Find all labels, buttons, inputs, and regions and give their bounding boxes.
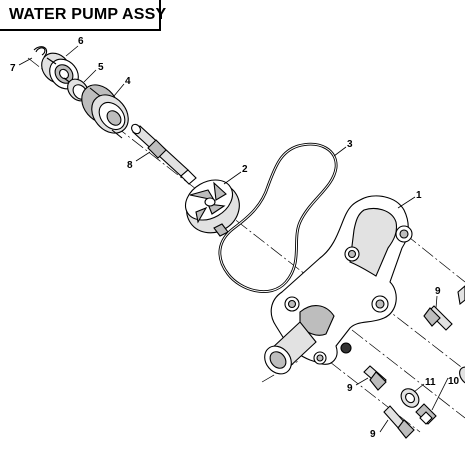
leader-5 xyxy=(83,69,97,83)
impeller-part-2 xyxy=(185,179,240,237)
callout-6: 6 xyxy=(78,36,84,47)
callout-2: 2 xyxy=(242,164,248,175)
bolt-part-9-upper xyxy=(423,305,453,331)
diagram-title: WATER PUMP ASSY xyxy=(9,6,167,23)
shaft-part-8 xyxy=(131,123,197,185)
centerline-bolt-upper xyxy=(404,233,465,283)
callout-11: 11 xyxy=(425,377,436,388)
leader-6 xyxy=(65,45,79,57)
callout-4: 4 xyxy=(125,76,131,87)
leader-4 xyxy=(113,83,125,97)
leader-1 xyxy=(397,196,416,209)
mechanical-seal-part-4 xyxy=(81,84,129,139)
leader-7 xyxy=(18,57,33,66)
pump-cover-part-1 xyxy=(264,195,413,375)
callout-3: 3 xyxy=(347,139,353,150)
centerline-bolt-lower xyxy=(351,329,465,419)
callout-7: 7 xyxy=(10,63,16,74)
callout-10: 10 xyxy=(448,376,460,387)
leader-8 xyxy=(135,151,151,162)
callout-8: 8 xyxy=(127,160,133,171)
bolt-part-9-lower xyxy=(383,405,415,439)
leader-10 xyxy=(431,377,449,411)
leader-9-upper xyxy=(435,295,438,309)
callout-5: 5 xyxy=(98,62,104,73)
centerline-inlet xyxy=(261,359,301,383)
title-box: WATER PUMP ASSY xyxy=(0,0,166,31)
leader-9-lower xyxy=(379,419,389,433)
leader-11 xyxy=(413,383,425,393)
edge-washer-partial xyxy=(459,366,465,386)
leader-9-middle xyxy=(355,377,369,386)
bolt-part-9-middle xyxy=(363,365,387,391)
callout-1: 1 xyxy=(416,190,422,201)
leader-2 xyxy=(223,171,242,185)
callout-9-upper: 9 xyxy=(435,286,441,297)
washer-part-11 xyxy=(400,388,420,408)
centerline-bolt-mid xyxy=(379,303,465,371)
drain-bolt-part-10 xyxy=(415,403,437,425)
callout-9-lower: 9 xyxy=(370,429,376,440)
centerline-shaft xyxy=(27,57,311,279)
edge-bolt-partial xyxy=(457,285,465,306)
callout-9-middle: 9 xyxy=(347,383,353,394)
gasket-inner-edge xyxy=(219,143,337,292)
circlip-part-7 xyxy=(33,46,48,58)
leader-3 xyxy=(333,146,347,157)
